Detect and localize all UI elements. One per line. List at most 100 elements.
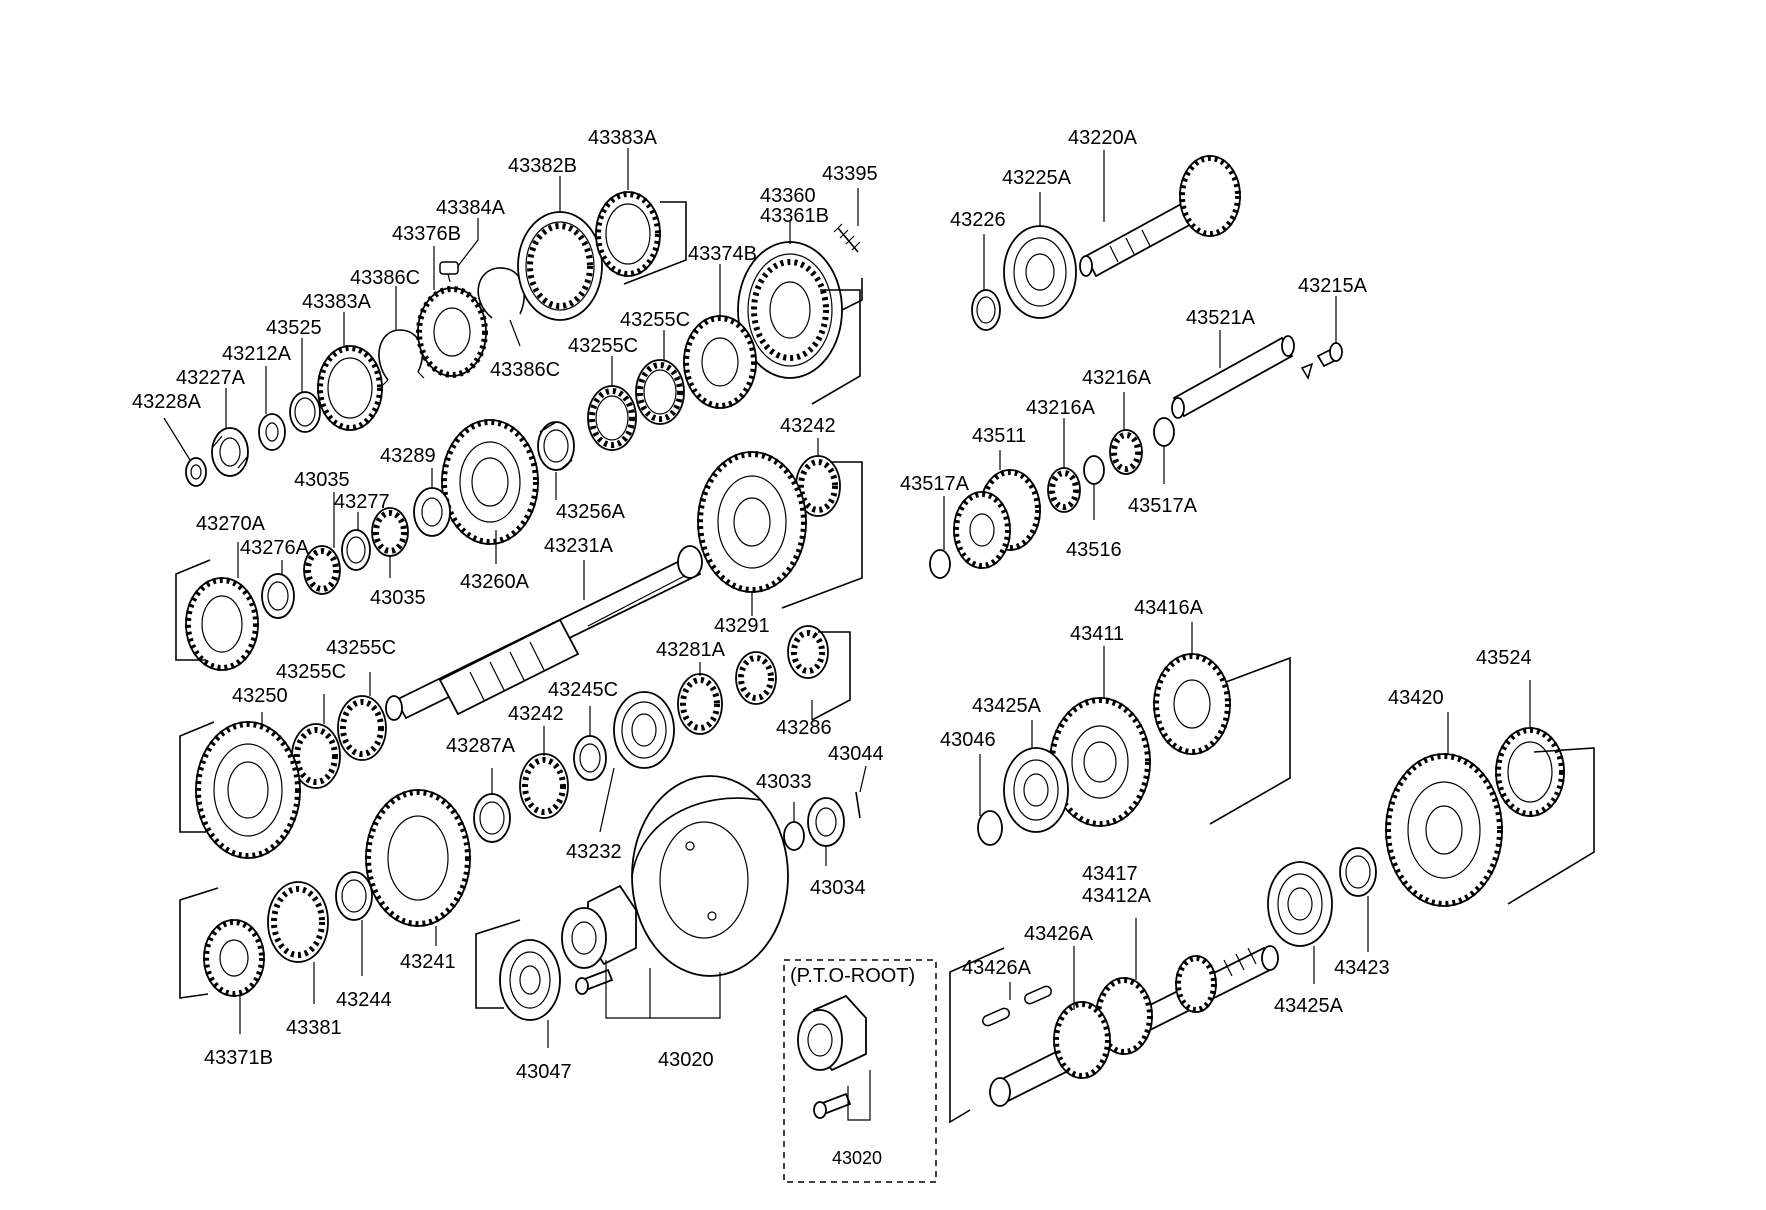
part-43384A-key [439,261,459,283]
label-43260A: 43260A [460,571,530,593]
label-43232: 43232 [566,841,622,863]
part-43382B-sleeve [517,211,603,321]
part-43426A-key-b [1024,985,1052,1005]
label-43047: 43047 [516,1061,572,1083]
label-43225A: 43225A [1002,167,1072,189]
part-43047-bearing [499,939,561,1021]
label-43425A-b: 43425A [1274,995,1344,1017]
bracket-43416A [1209,656,1291,825]
part-43255C-bearing-upper-b [587,385,637,451]
part-43426A-key-a [982,1007,1010,1027]
part-43287A-bush [473,793,511,843]
part-43255C-bearing-mid-a [337,695,387,761]
part-43386C-snap-ring-right [477,267,525,319]
part-43383A-synchro-ring-top [595,191,661,277]
part-43228A-nut [185,457,207,487]
label-43281A: 43281A [656,639,726,661]
bracket-43383A [623,201,687,285]
label-43226: 43226 [950,209,1006,231]
label-43277: 43277 [334,491,390,513]
label-43426A-a: 43426A [1024,923,1094,945]
label-43035-a: 43035 [294,469,350,491]
part-43044-pin [855,791,861,819]
part-43020-drum-cover [631,775,789,977]
label-43291: 43291 [714,615,770,637]
label-43382B: 43382B [508,155,577,177]
label-43242-a: 43242 [780,415,836,437]
label-43425A-a: 43425A [972,695,1042,717]
part-43242-bearing-upper [795,455,841,517]
label-43227A: 43227A [176,367,246,389]
label-43250: 43250 [232,685,288,707]
part-43277-ring [341,529,371,571]
part-43215A-bolt [1300,342,1343,380]
label-43417: 43417 [1082,863,1138,885]
callout-labels: 43383A 43382B 43384A 43376B 43386C 43383… [132,127,1532,1168]
part-43286-bearing-a [735,651,777,705]
label-43020-b: 43020 [832,1148,882,1168]
part-43212A-washer [258,413,286,451]
part-43242-bearing-lower [519,753,569,819]
bracket-43250 [179,721,215,833]
label-43035-b: 43035 [370,587,426,609]
label-43289: 43289 [380,445,436,467]
part-43231A-main-shaft [385,545,703,721]
part-43383A-synchro-ring-left [317,345,383,431]
label-43286: 43286 [776,717,832,739]
label-43270A: 43270A [196,513,266,535]
part-43046-snap-ring [977,810,1003,846]
label-43383A-left: 43383A [302,291,372,313]
label-43517A-a: 43517A [900,473,970,495]
part-43035-bearing-b [303,545,341,595]
part-43420-gear [1385,753,1503,907]
part-43291-gear [697,451,807,593]
label-43384A: 43384A [436,197,506,219]
label-43276A: 43276A [240,537,310,559]
part-43020-bolt [575,968,614,995]
label-43033: 43033 [756,771,812,793]
label-43245C: 43245C [548,679,618,701]
label-43411: 43411 [1070,623,1124,645]
part-43220A-input-shaft [1079,155,1241,278]
part-43216A-bearing-a [1109,429,1143,475]
label-43256A: 43256A [556,501,626,523]
label-43420: 43420 [1388,687,1444,709]
label-43216A-b: 43216A [1026,397,1096,419]
label-43255C-c: 43255C [326,637,396,659]
bracket-43286 [811,631,851,721]
part-43376B-gear [416,286,488,378]
part-43423-bush [1339,847,1377,897]
part-43395-spring [833,223,861,253]
part-43020-flange [561,884,637,969]
part-43250-gear [195,721,301,859]
label-43241: 43241 [400,951,456,973]
part-43412A-reverse-shaft [989,945,1279,1107]
label-43386C-top: 43386C [350,267,420,289]
label-43383A-top: 43383A [588,127,658,149]
label-43244: 43244 [336,989,392,1011]
label-pto-root: (P.T.O-ROOT) [790,965,915,987]
part-43033-o-ring [783,821,805,851]
bracket-43426A [949,947,1005,1124]
label-43020-a: 43020 [658,1049,714,1071]
label-43416A: 43416A [1134,597,1204,619]
label-43046: 43046 [940,729,996,751]
part-43276A-bush [261,573,295,619]
label-43386C-bottom: 43386C [490,359,560,381]
label-43215A: 43215A [1298,275,1368,297]
part-43232-bearing [613,691,675,769]
bracket-43374B [811,289,861,405]
part-43227A-bearing [211,427,249,477]
part-43255C-bearing-upper-a [635,359,685,425]
part-43256A-bush [537,421,575,471]
part-43374B-gear [683,315,757,409]
label-43521A: 43521A [1186,307,1256,329]
bracket-43047 [475,919,521,1009]
label-43412A: 43412A [1082,885,1152,907]
part-43281A-bearing [677,673,723,735]
label-43255C-a: 43255C [620,309,690,331]
part-43289-washer [413,487,451,537]
part-43425A-bearing-mid [1003,747,1069,833]
part-43244-ring [335,871,373,921]
label-43524: 43524 [1476,647,1532,669]
